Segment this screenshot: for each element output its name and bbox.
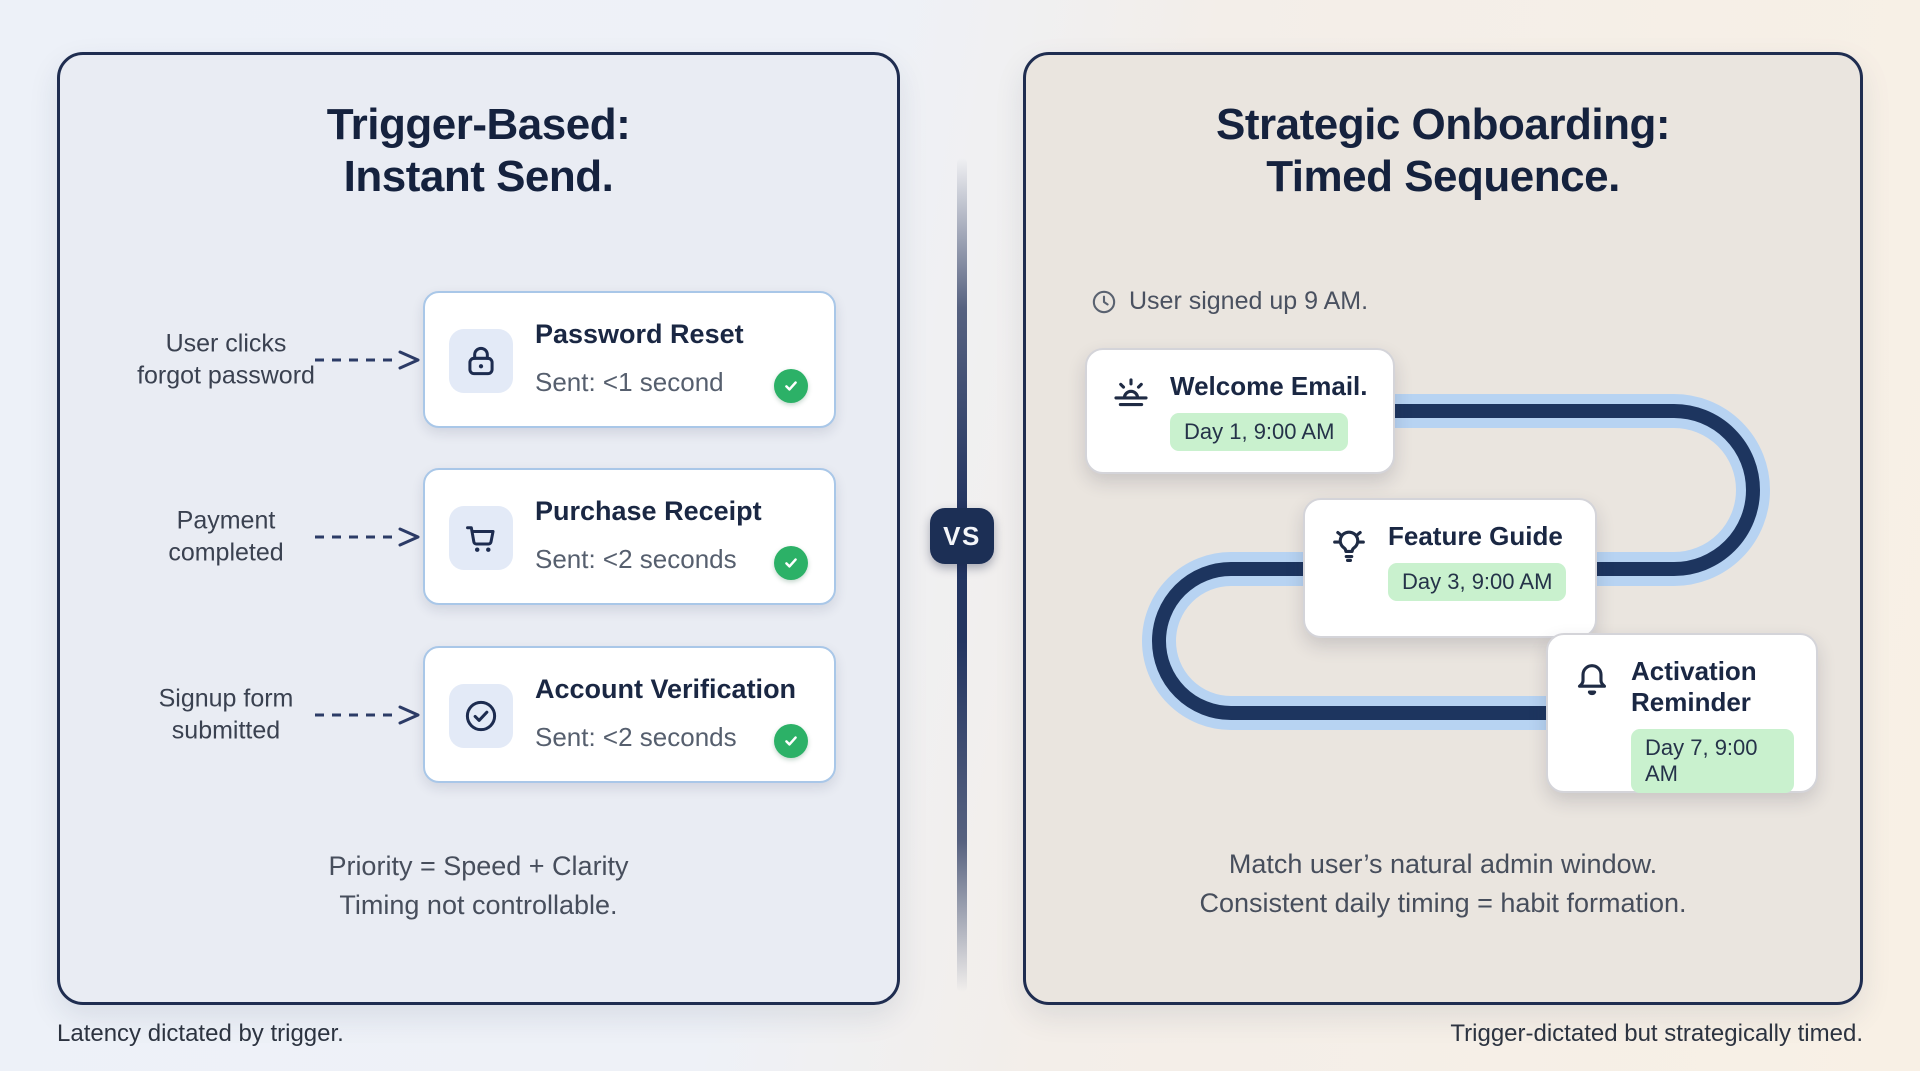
email-card-password-reset: Password Reset Sent: <1 second xyxy=(423,291,836,428)
trigger-label-line2: forgot password xyxy=(137,361,315,390)
trigger-row-account-verification: Signup form submitted Account Verificati… xyxy=(60,646,897,783)
trigger-label-line1: Payment xyxy=(176,506,276,534)
step-card-body: Welcome Email. Day 1, 9:00 AM xyxy=(1170,371,1368,452)
card-title: Purchase Receipt xyxy=(535,496,762,526)
trigger-label: Payment completed xyxy=(78,504,374,569)
left-panel-footer: Priority = Speed + Clarity Timing not co… xyxy=(60,847,897,925)
step-schedule-badge: Day 7, 9:00 AM xyxy=(1631,729,1794,794)
icon-tile xyxy=(449,329,513,393)
sent-check-badge xyxy=(774,724,808,758)
trigger-label-line1: Signup form xyxy=(158,684,294,712)
step-card-activation-reminder: Activation Reminder Day 7, 9:00 AM xyxy=(1546,633,1818,794)
vs-badge: VS xyxy=(930,508,994,564)
check-icon xyxy=(785,381,797,391)
email-card-purchase-receipt: Purchase Receipt Sent: <2 seconds xyxy=(423,468,836,605)
step-title: Welcome Email. xyxy=(1170,371,1368,401)
check-icon xyxy=(785,558,797,568)
trigger-label-line2: submitted xyxy=(171,716,281,745)
check-icon xyxy=(785,736,797,746)
step-card-body: Activation Reminder Day 7, 9:00 AM xyxy=(1631,656,1794,794)
bell-icon xyxy=(1577,664,1607,696)
card-subtitle: Sent: <2 seconds xyxy=(535,544,737,574)
left-panel-title: Trigger-Based: Instant Send. xyxy=(60,99,897,203)
trigger-label: User clicks forgot password xyxy=(78,327,374,392)
card-title: Password Reset xyxy=(535,319,744,349)
vertical-divider-line xyxy=(957,158,967,992)
left-footer-line2: Timing not controllable. xyxy=(339,890,618,921)
step-schedule-badge: Day 3, 9:00 AM xyxy=(1388,563,1567,602)
left-bottom-caption: Latency dictated by trigger. xyxy=(57,1020,344,1047)
sunrise-icon xyxy=(1114,378,1148,407)
trigger-row-password-reset: User clicks forgot password Password Res… xyxy=(60,291,897,428)
strategic-onboarding-panel: Strategic Onboarding: Timed Sequence. Us… xyxy=(1023,52,1863,1005)
sent-check-badge xyxy=(774,369,808,403)
trigger-label: Signup form submitted xyxy=(78,682,374,747)
right-title-line2: Timed Sequence. xyxy=(1266,151,1620,201)
trigger-label-line1: User clicks xyxy=(165,329,287,357)
right-bottom-caption: Trigger-dictated but strategically timed… xyxy=(1450,1020,1863,1047)
left-footer-line1: Priority = Speed + Clarity xyxy=(328,851,629,881)
step-title: Feature Guide xyxy=(1388,521,1563,551)
clock-icon xyxy=(1092,290,1116,313)
step-schedule-badge: Day 1, 9:00 AM xyxy=(1170,413,1349,452)
signup-note-text: User signed up 9 AM. xyxy=(1129,287,1369,315)
trigger-based-panel: Trigger-Based: Instant Send. User clicks… xyxy=(57,52,900,1005)
step-card-body: Feature Guide Day 3, 9:00 AM xyxy=(1388,521,1567,602)
dashed-arrow-icon xyxy=(315,527,420,546)
right-panel-title: Strategic Onboarding: Timed Sequence. xyxy=(1026,99,1860,203)
step-card-feature-guide: Feature Guide Day 3, 9:00 AM xyxy=(1303,498,1597,638)
dashed-arrow-icon xyxy=(315,350,420,369)
card-subtitle: Sent: <2 seconds xyxy=(535,722,737,752)
signup-note: User signed up 9 AM. xyxy=(1090,287,1368,316)
left-title-line1: Trigger-Based: xyxy=(326,100,631,149)
left-title-line2: Instant Send. xyxy=(343,151,614,201)
lightbulb-icon xyxy=(1333,530,1365,562)
card-title: Account Verification xyxy=(535,674,797,704)
step-card-welcome-email: Welcome Email. Day 1, 9:00 AM xyxy=(1085,348,1395,474)
email-card-account-verification: Account Verification Sent: <2 seconds xyxy=(423,646,836,783)
cart-icon xyxy=(466,526,495,552)
lock-icon xyxy=(468,346,494,376)
trigger-row-purchase-receipt: Payment completed Purchase Receipt Sent:… xyxy=(60,468,897,605)
circle-check-icon xyxy=(465,700,497,732)
right-footer-line2: Consistent daily timing = habit formatio… xyxy=(1199,888,1687,919)
vs-badge-label: VS xyxy=(943,520,981,551)
right-panel-footer: Match user’s natural admin window. Consi… xyxy=(1026,845,1860,923)
right-title-line1: Strategic Onboarding: xyxy=(1216,100,1670,149)
step-title: Activation Reminder xyxy=(1631,656,1757,718)
icon-tile xyxy=(449,684,513,748)
dashed-arrow-icon xyxy=(315,705,420,724)
trigger-label-line2: completed xyxy=(168,538,284,567)
icon-tile xyxy=(449,506,513,570)
sent-check-badge xyxy=(774,546,808,580)
right-footer-line1: Match user’s natural admin window. xyxy=(1228,849,1658,879)
card-subtitle: Sent: <1 second xyxy=(535,367,724,397)
